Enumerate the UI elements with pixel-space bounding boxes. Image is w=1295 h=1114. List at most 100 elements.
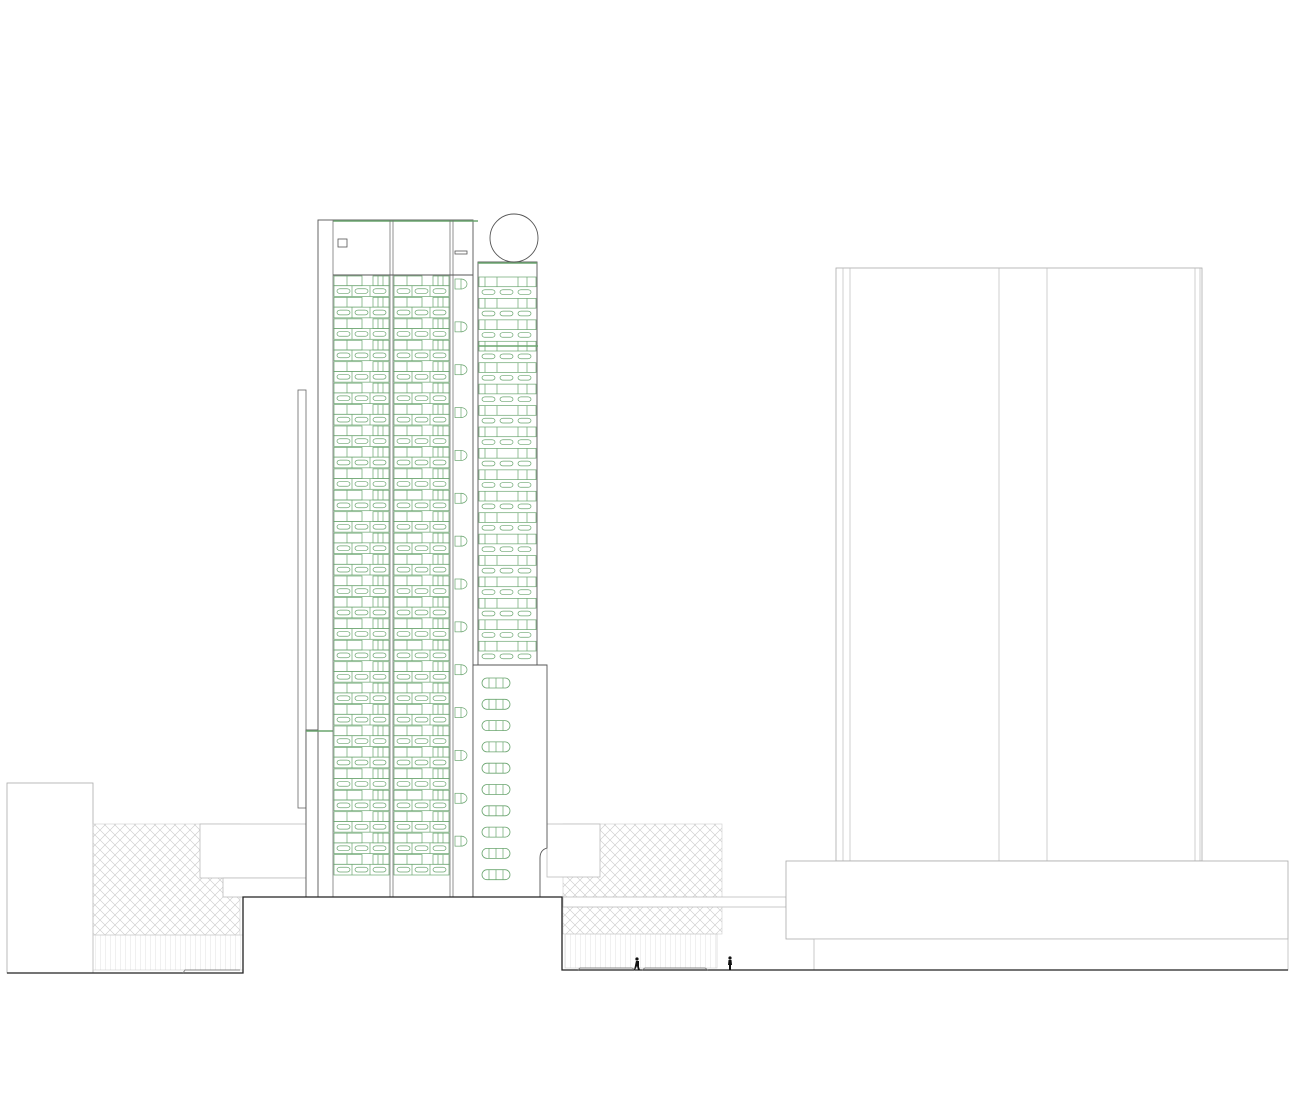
balcony-band: [393, 713, 450, 726]
wing-balcony-oval: [499, 525, 514, 531]
wing-balcony-oval: [481, 460, 496, 467]
balcony-band: [393, 799, 450, 812]
balcony-oval: [414, 288, 429, 294]
parking-block: [472, 664, 548, 898]
balcony-oval: [372, 438, 387, 444]
balcony-oval: [432, 738, 447, 744]
left-ground-ramp: [182, 969, 240, 974]
right-ground-ramp: [577, 967, 709, 971]
wing-balcony-oval: [499, 503, 514, 510]
balcony-oval: [396, 502, 411, 509]
balcony-oval: [414, 309, 429, 316]
balcony-oval: [354, 416, 369, 423]
shaft-door-arc: [460, 321, 468, 333]
balcony-oval: [354, 352, 369, 359]
balcony-oval: [372, 395, 387, 401]
balcony-oval: [396, 331, 411, 337]
wing-balcony-oval: [499, 289, 514, 295]
balcony-oval: [372, 845, 387, 851]
balcony-band: [393, 285, 450, 297]
balcony-band: [333, 306, 390, 319]
balcony-oval: [414, 588, 429, 594]
balcony-oval: [396, 459, 411, 466]
balcony-band: [333, 563, 390, 576]
wing-window-row: [478, 469, 537, 480]
shaft-door-arc: [460, 535, 468, 547]
balcony-oval: [432, 845, 447, 851]
balcony-band: [333, 671, 390, 683]
balcony-band: [393, 349, 450, 362]
wing-balcony-oval: [481, 353, 496, 360]
balcony-band: [393, 563, 450, 576]
balcony-oval: [432, 781, 447, 787]
balcony-oval: [354, 802, 369, 809]
balcony-oval: [414, 459, 429, 466]
tower-side-strip: [297, 389, 307, 809]
left-terrace: [199, 823, 307, 879]
balcony-band: [333, 713, 390, 726]
wing-window-row: [478, 426, 537, 438]
balcony-oval: [354, 609, 369, 616]
wing-balcony-oval: [517, 567, 532, 574]
wing-window-row: [478, 619, 537, 630]
shaft-door: [454, 707, 462, 718]
balcony-band: [393, 413, 450, 426]
crown-vent: [337, 238, 348, 248]
wing-balcony-oval: [517, 589, 532, 595]
balcony-band: [333, 478, 390, 490]
balcony-band: [333, 735, 390, 747]
balcony-oval: [336, 738, 351, 744]
balcony-oval: [372, 524, 387, 530]
balcony-oval: [372, 716, 387, 723]
balcony-oval: [432, 674, 447, 680]
wing-balcony-oval: [499, 567, 514, 574]
balcony-band: [393, 821, 450, 833]
balcony-oval: [396, 738, 411, 744]
balcony-oval: [354, 502, 369, 509]
wing-balcony-oval: [499, 375, 514, 381]
balcony-band: [393, 842, 450, 854]
balcony-oval: [354, 866, 369, 873]
balcony-oval: [354, 652, 369, 659]
balcony-oval: [414, 331, 429, 337]
balcony-oval: [396, 674, 411, 680]
left-neighbour-building: [6, 782, 94, 974]
balcony-band: [393, 671, 450, 683]
neighbour-tower: [835, 267, 1203, 862]
wing-balcony-oval: [499, 546, 514, 552]
balcony-oval: [396, 288, 411, 294]
balcony-oval: [354, 695, 369, 701]
balcony-band: [333, 585, 390, 597]
balcony-oval: [396, 352, 411, 359]
wing-balcony-oval: [481, 546, 496, 552]
balcony-oval: [336, 781, 351, 787]
balcony-oval: [336, 545, 351, 551]
wing-balcony-oval: [517, 332, 532, 338]
balcony-oval: [432, 481, 447, 487]
balcony-band: [333, 285, 390, 297]
balcony-band: [393, 435, 450, 447]
balcony-oval: [414, 674, 429, 680]
balcony-oval: [336, 674, 351, 680]
balcony-oval: [396, 631, 411, 637]
balcony-oval: [336, 374, 351, 380]
balcony-oval: [432, 631, 447, 637]
shaft-door-arc: [460, 450, 468, 461]
wing-balcony-oval: [517, 525, 532, 531]
balcony-oval: [432, 588, 447, 594]
balcony-oval: [336, 395, 351, 401]
balcony-oval: [432, 395, 447, 401]
balcony-oval: [372, 802, 387, 809]
balcony-band: [393, 585, 450, 597]
balcony-oval: [336, 502, 351, 509]
balcony-band: [393, 649, 450, 662]
balcony-oval: [354, 845, 369, 851]
balcony-oval: [414, 502, 429, 509]
right-terrace: [546, 823, 601, 878]
wing-facade-modules: [478, 276, 537, 660]
balcony-oval: [372, 566, 387, 573]
shaft-door-arc: [460, 664, 468, 676]
wing-balcony-oval: [499, 589, 514, 595]
wing-balcony-oval: [481, 567, 496, 574]
balcony-oval: [414, 631, 429, 637]
